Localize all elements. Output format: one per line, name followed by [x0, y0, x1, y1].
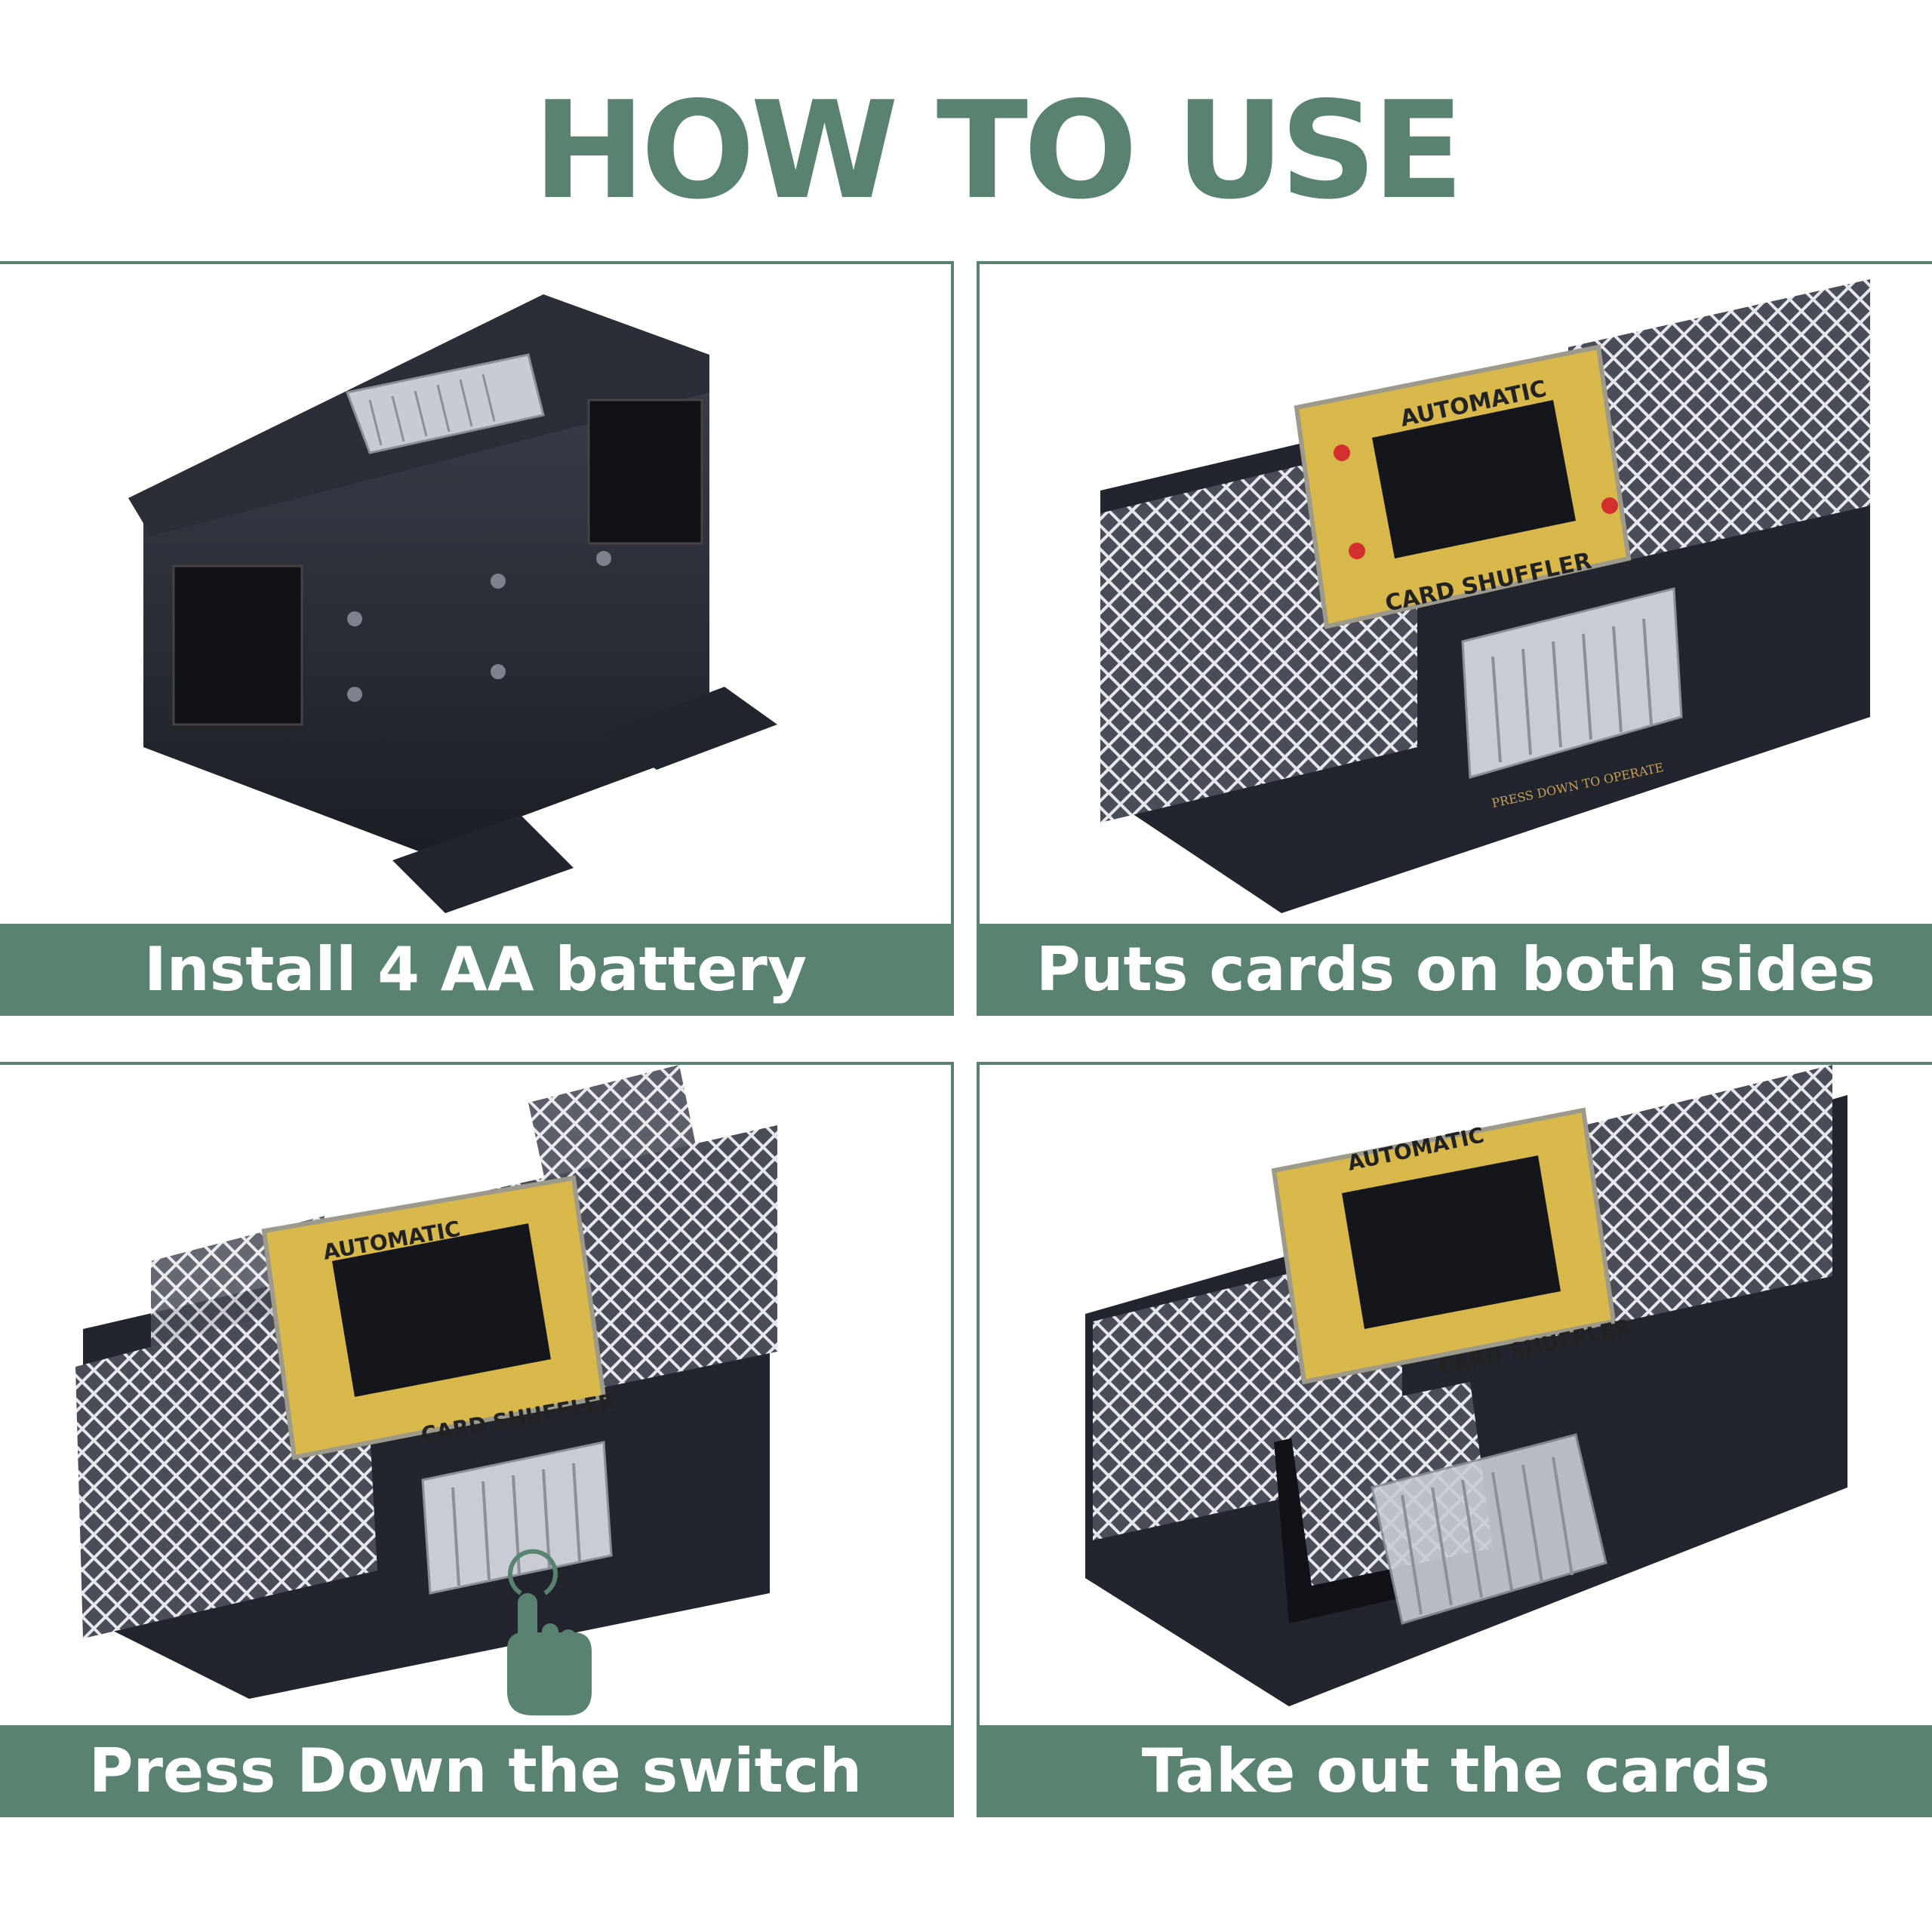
playing-card: [1553, 1065, 1832, 1337]
step-caption: Install 4 AA battery: [0, 924, 951, 1016]
finger-press-icon: [507, 1549, 592, 1715]
step-caption: Press Down the switch: [0, 1725, 951, 1817]
step-panel-press-switch: AUTOMATIC CARD SHUFFLER Press Down the s…: [0, 1062, 954, 1817]
shuffler-press-illustration: AUTOMATIC CARD SHUFFLER: [75, 1065, 777, 1715]
shuffler-battery-illustration: [128, 294, 777, 913]
playing-card: [1568, 279, 1870, 574]
shuffler-takeout-illustration: AUTOMATIC CARD SHUFFLER: [1085, 1065, 1847, 1706]
step-caption: Puts cards on both sides: [980, 924, 1932, 1016]
step-caption: Take out the cards: [980, 1725, 1932, 1817]
step-panel-take-out-cards: AUTOMATIC CARD SHUFFLER Take out the car…: [977, 1062, 1932, 1817]
shuffler-cards-illustration: AUTOMATIC CARD SHUFFLER PRESS DOWN TO OP…: [1100, 279, 1870, 913]
step-panel-put-cards: AUTOMATIC CARD SHUFFLER PRESS DOWN TO OP…: [977, 261, 1932, 1016]
page-title: HOW TO USE: [533, 72, 1464, 229]
battery-cover: [392, 815, 574, 913]
battery-cover: [604, 687, 777, 770]
step-panel-install-battery: Install 4 AA battery: [0, 261, 954, 1016]
